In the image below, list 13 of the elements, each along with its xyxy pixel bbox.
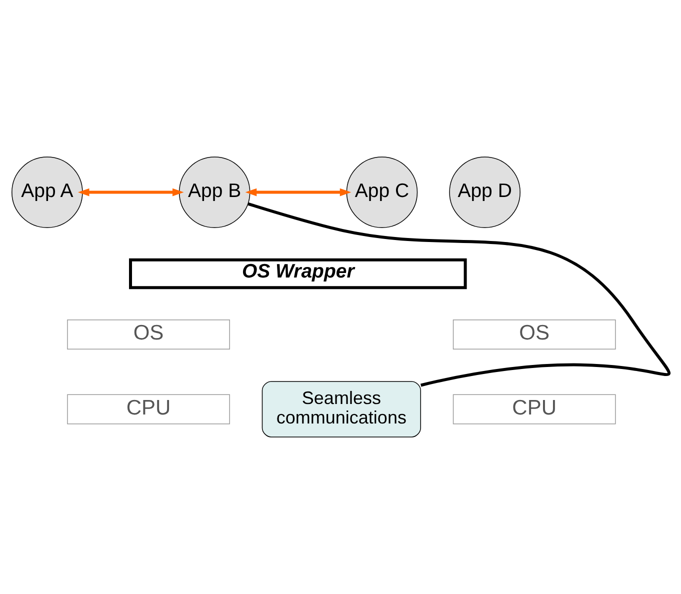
- node-box: CPU: [452, 394, 616, 424]
- node-circle: App D: [449, 156, 520, 228]
- node-box: Seamless communications: [262, 381, 421, 438]
- node-box: OS Wrapper: [129, 258, 467, 290]
- node-box: OS: [67, 320, 230, 350]
- node-circle: App C: [346, 156, 418, 228]
- connector: [248, 202, 670, 387]
- node-circle: App B: [178, 156, 250, 228]
- arrow: [78, 188, 184, 196]
- arrow: [245, 188, 352, 196]
- node-circle: App A: [12, 156, 83, 228]
- node-box: CPU: [67, 394, 230, 424]
- node-box: OS: [452, 320, 616, 350]
